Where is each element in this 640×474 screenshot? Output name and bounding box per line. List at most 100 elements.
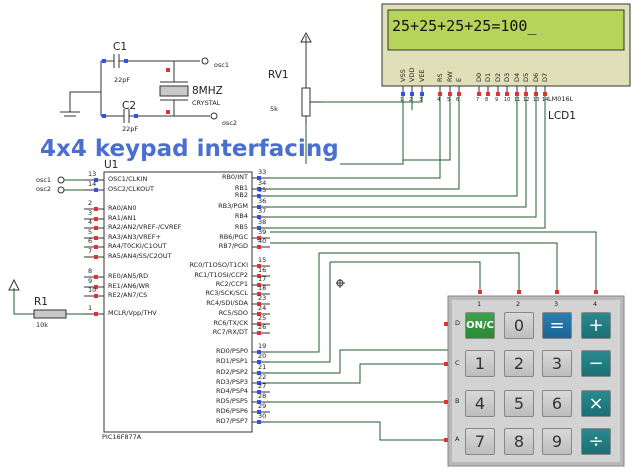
keypad-key-3-1[interactable]: 4 xyxy=(465,390,495,417)
lcd-pin-number: 10 xyxy=(504,97,511,103)
mcu-right-pin-name: RC0/T1OSO/T1CKI xyxy=(189,261,248,269)
lcd-pin-label: RS xyxy=(436,73,444,82)
mcu-left-pin-number: 10 xyxy=(88,286,97,294)
wire-23 xyxy=(13,288,34,315)
mcu-right-pin-name: RD5/PSP5 xyxy=(216,397,248,405)
lcd-pin-label: D6 xyxy=(532,72,540,82)
r1-value: 10k xyxy=(36,321,49,329)
lcd-pin-label: VSS xyxy=(399,69,407,82)
mcu-left-pin-name: OSC1/CLKIN xyxy=(108,175,148,183)
mcu-left-pin-number: 4 xyxy=(88,218,93,226)
lcd-pin-label: D0 xyxy=(475,72,483,82)
wire-18 xyxy=(270,363,448,384)
mcu-right-pin-number: 16 xyxy=(258,266,267,274)
mcu-right-pin-name: RD0/PSP0 xyxy=(216,347,248,355)
mcu-right-pin-marker xyxy=(257,410,261,414)
mcu-body xyxy=(103,171,253,433)
wire-20 xyxy=(270,421,448,441)
keypad-row-marker xyxy=(444,438,448,442)
keypad-key-2-2[interactable]: 2 xyxy=(504,350,534,377)
mcu-right-pin-number: 30 xyxy=(258,412,267,420)
lcd-pin-marker xyxy=(505,92,509,96)
osc1-label: osc1 xyxy=(214,61,230,69)
mcu-left-pin-marker xyxy=(94,236,98,240)
mcu-right-pin-marker xyxy=(257,302,261,306)
mcu-left-pin-marker xyxy=(94,245,98,249)
mcu-right-pin-marker xyxy=(257,274,261,278)
c1-value: 22pF xyxy=(114,76,131,84)
keypad-key-1-1[interactable]: ON/C xyxy=(465,312,495,339)
crystal-type: CRYSTAL xyxy=(192,99,221,107)
wire-10 xyxy=(270,96,546,229)
mcu-right-pin-marker xyxy=(257,283,261,287)
mcu-right-pin-number: 29 xyxy=(258,402,267,410)
wire-0 xyxy=(340,96,404,165)
lcd-pin-marker xyxy=(457,92,461,96)
lcd-pin-number: 11 xyxy=(514,97,521,103)
lcd-pin-marker xyxy=(496,92,500,96)
lcd-pin-label: E xyxy=(455,77,463,82)
keypad-key-1-2[interactable]: 0 xyxy=(504,312,534,339)
mcu-right-pin-number: 19 xyxy=(258,342,267,350)
keypad-key-3-3[interactable]: 6 xyxy=(542,390,572,417)
lcd-pin-label: D7 xyxy=(541,72,549,82)
keypad-row-label: B xyxy=(455,397,460,405)
lcd-pin-label: D2 xyxy=(494,72,502,82)
lcd-pin-number: 1 xyxy=(400,97,404,103)
mcu-left-pin-number: 8 xyxy=(88,267,93,275)
c1-ref: C1 xyxy=(113,41,128,53)
keypad-key-3-2[interactable]: 5 xyxy=(504,390,534,417)
mcu-left-pin-number: 2 xyxy=(88,199,93,207)
keypad-col-label: 4 xyxy=(593,300,598,308)
mcu-left-pin-marker xyxy=(94,178,98,182)
keypad-key-3-4[interactable]: × xyxy=(581,390,611,417)
keypad-key-4-3[interactable]: 9 xyxy=(542,428,572,455)
mcu-right-pin-number: 33 xyxy=(258,168,267,176)
wire-16 xyxy=(270,262,331,363)
vcc-arrow xyxy=(8,278,20,291)
mcu-right-pin-marker xyxy=(257,245,261,249)
mcu-right-pin-number: 26 xyxy=(258,323,267,331)
lcd-pin-marker xyxy=(410,92,414,96)
mcu-right-pin-number: 22 xyxy=(258,373,267,381)
lcd-screen xyxy=(387,9,625,51)
mcu-left-pin-number: 5 xyxy=(88,228,93,236)
wire-4 xyxy=(270,96,441,179)
mcu-right-pin-marker xyxy=(257,360,261,364)
mcu-right-pin-marker xyxy=(257,400,261,404)
mcu-right-pin-name: RB5 xyxy=(234,223,248,231)
mcu-right-pin-name: RB2 xyxy=(234,191,248,199)
keypad-key-4-4[interactable]: ÷ xyxy=(581,428,611,455)
keypad-key-2-1[interactable]: 1 xyxy=(465,350,495,377)
mcu-right-pin-number: 27 xyxy=(258,382,267,390)
gnd-lead xyxy=(69,91,101,112)
mcu-right-pin-name: RD4/PSP4 xyxy=(216,387,248,395)
lcd-pin-label: VDD xyxy=(408,67,416,82)
mcu-right-pin-name: RC1/T1OSI/CCP2 xyxy=(194,271,248,279)
lcd-pin-label: D5 xyxy=(522,72,530,82)
mcu-right-pin-number: 21 xyxy=(258,363,267,371)
lcd-pin-number: 2 xyxy=(409,97,413,103)
diagram-title: 4x4 keypad interfacing xyxy=(40,136,339,162)
mcu-right-pin-name: RC2/CCP1 xyxy=(215,280,248,288)
keypad-key-1-3[interactable]: = xyxy=(542,312,572,339)
keypad-col-marker xyxy=(478,290,482,294)
mcu-left-pin-name: MCLR/Vpp/THV xyxy=(108,309,157,317)
pot-value: 5k xyxy=(270,105,278,113)
lcd-pin-label: D3 xyxy=(503,72,511,82)
mcu-left-pin-name: OSC2/CLKOUT xyxy=(108,185,155,193)
mcu-right-pin-marker xyxy=(257,176,261,180)
keypad-key-4-2[interactable]: 8 xyxy=(504,428,534,455)
mcu-left-pin-number: 13 xyxy=(88,170,97,178)
keypad-key-2-3[interactable]: 3 xyxy=(542,350,572,377)
mcu-right-pin-number: 38 xyxy=(258,218,267,226)
mcu-left-pin-marker xyxy=(94,255,98,259)
keypad-key-1-4[interactable]: + xyxy=(581,312,611,339)
keypad-key-2-4[interactable]: − xyxy=(581,350,611,377)
mcu-left-pin-name: RA2/AN2/VREF-/CVREF xyxy=(108,223,182,231)
keypad-key-4-1[interactable]: 7 xyxy=(465,428,495,455)
mcu-right-pin-marker xyxy=(257,350,261,354)
mcu-left-pin-name: RA3/AN3/VREF+ xyxy=(108,233,161,241)
keypad-row-marker xyxy=(444,400,448,404)
mcu-right-pin-marker xyxy=(257,292,261,296)
